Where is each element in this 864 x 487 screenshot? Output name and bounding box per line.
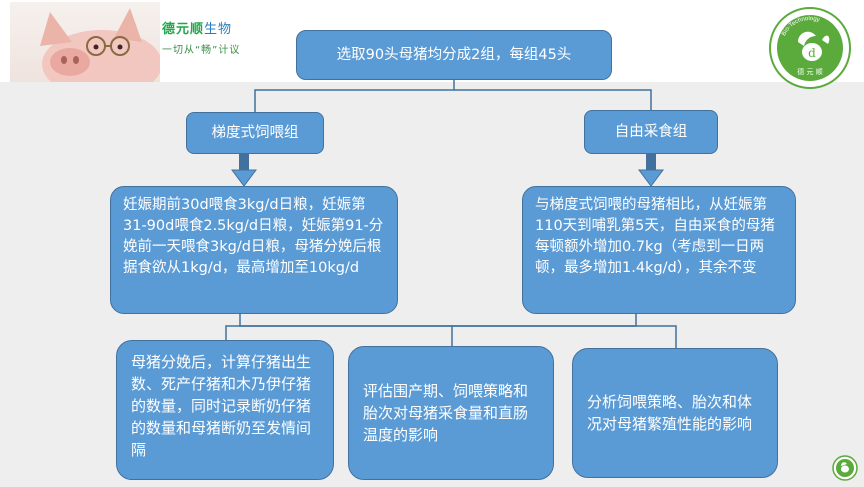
gradient-feeding-detail-box: 妊娠期前30d喂食3kg/d日粮，妊娠第31-90d喂食2.5kg/d日粮，妊娠… [110, 186, 398, 314]
gradient-feeding-group-label: 梯度式饲喂组 [211, 124, 299, 141]
free-feeding-group-label: 自由采食组 [614, 123, 688, 140]
outcome-box-feed-intake: 评估围产期、饲喂策略和胎次对母猪采食量和直肠温度的影响 [348, 346, 554, 480]
pig-photo [10, 2, 160, 82]
free-feeding-detail-text: 与梯度式饲喂的母猪相比，从妊娠第110天到哺乳第5天，自由采食的母猪每顿额外增加… [535, 197, 775, 276]
brand-block: 德元顺生物 一切从“畅”计议 [162, 18, 240, 56]
outcome-box-reproduction: 分析饲喂策略、胎次和体况对母猪繁殖性能的影响 [572, 348, 778, 478]
gradient-feeding-detail-text: 妊娠期前30d喂食3kg/d日粮，妊娠第31-90d喂食2.5kg/d日粮，妊娠… [123, 197, 384, 276]
group-split-text: 选取90头母猪均分成2组，每组45头 [336, 46, 572, 63]
outcome-text-feed-intake: 评估围产期、饲喂策略和胎次对母猪采食量和直肠温度的影响 [363, 382, 529, 444]
group-split-box: 选取90头母猪均分成2组，每组45头 [296, 30, 612, 80]
svg-text:德 元 顺: 德 元 顺 [797, 67, 822, 76]
brand-slogan: 一切从“畅”计议 [162, 45, 241, 56]
company-logo: Bio-Technology d 德 元 顺 [768, 6, 852, 90]
free-feeding-detail-box: 与梯度式饲喂的母猪相比，从妊娠第110天到哺乳第5天，自由采食的母猪每顿额外增加… [522, 186, 796, 314]
outcome-box-litter-count: 母猪分娩后，计算仔猪出生数、死产仔猪和木乃伊仔猪的数量，同时记录断奶仔猪的数量和… [116, 340, 334, 480]
gradient-feeding-group-box: 梯度式饲喂组 [186, 112, 324, 154]
brand-name: 德元顺生物 [162, 22, 233, 37]
free-feeding-group-box: 自由采食组 [584, 110, 718, 154]
outcome-text-litter-count: 母猪分娩后，计算仔猪出生数、死产仔猪和木乃伊仔猪的数量，同时记录断奶仔猪的数量和… [131, 353, 312, 459]
svg-text:d: d [808, 46, 816, 60]
small-logo-icon [832, 455, 858, 481]
outcome-text-reproduction: 分析饲喂策略、胎次和体况对母猪繁殖性能的影响 [587, 393, 753, 433]
